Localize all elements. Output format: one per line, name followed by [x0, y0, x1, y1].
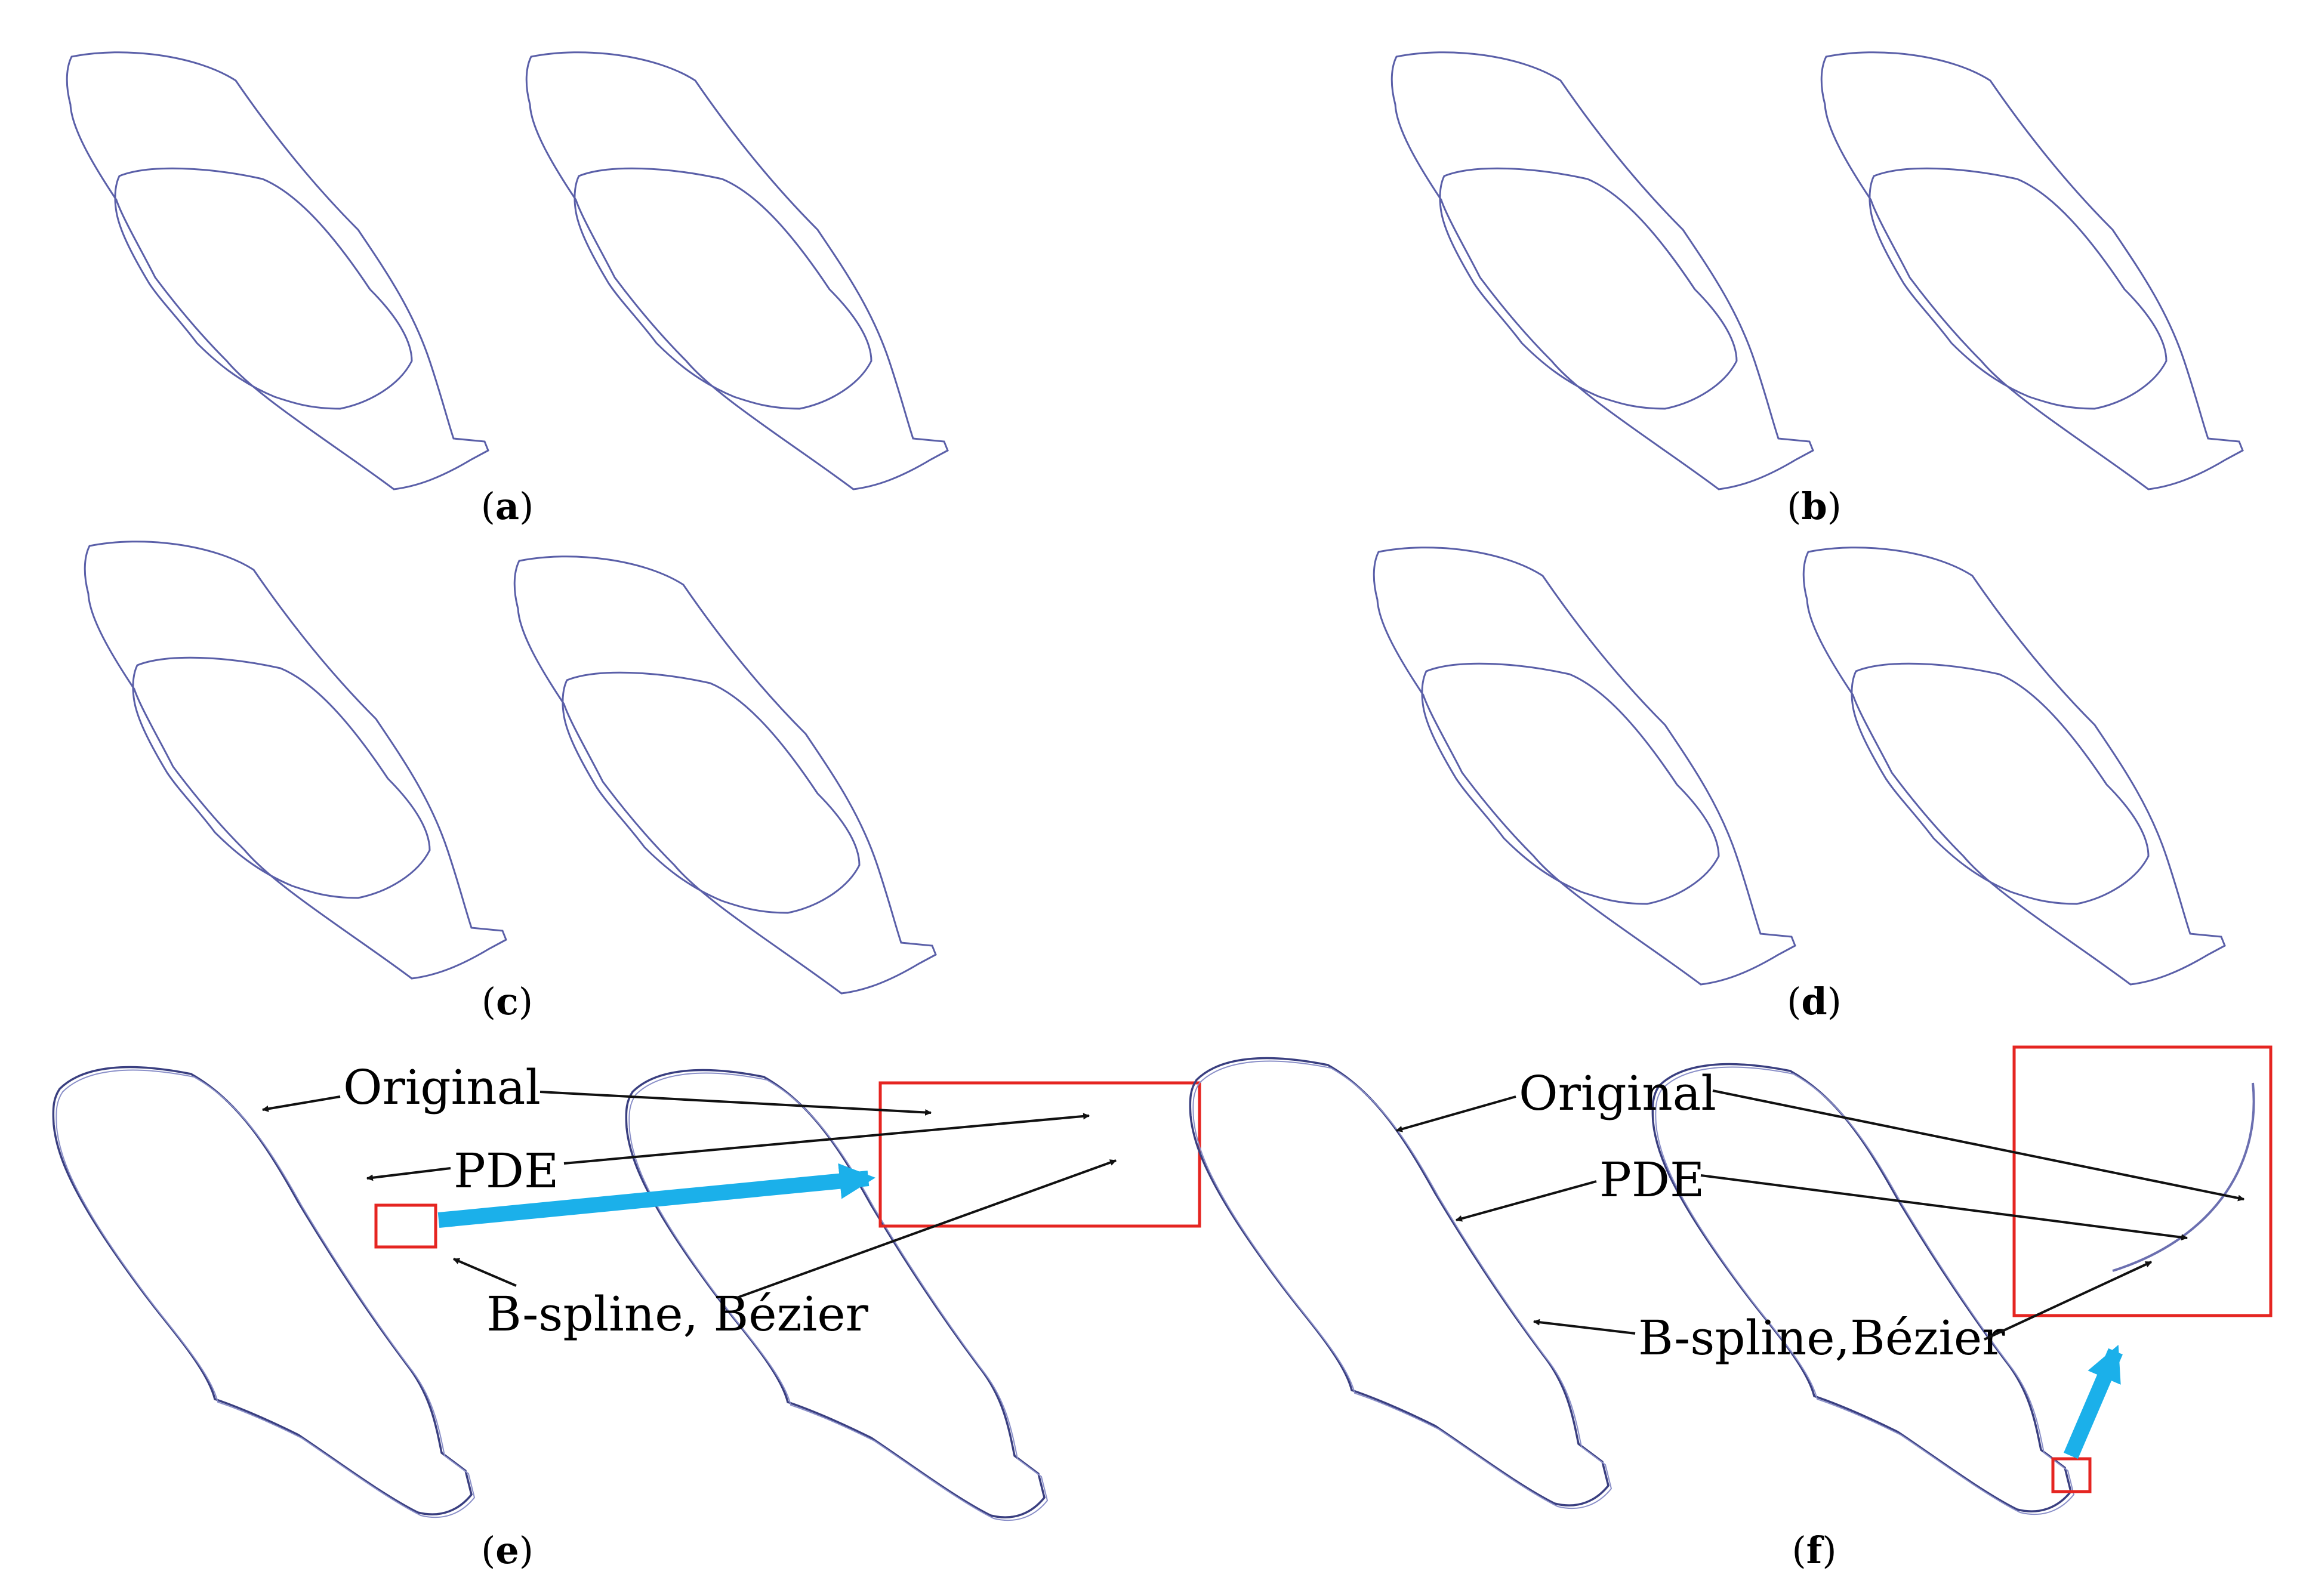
panel-a: (a)	[66, 51, 949, 528]
arrow-pde-right	[563, 1113, 1090, 1165]
contour-left	[84, 541, 507, 980]
contour-right	[1820, 51, 2244, 490]
zoom-box	[878, 1081, 1201, 1228]
label-bspline: B-spline,Bézier	[1638, 1310, 2005, 1366]
arrow-bspline-left	[1533, 1319, 1636, 1335]
zoom-curve	[2112, 1082, 2255, 1272]
panel-d: (d)	[1373, 547, 2226, 1023]
contour-right	[525, 51, 949, 490]
contour-left	[52, 1066, 476, 1518]
panel-f: Original PDE B-spline,Bézier (f)	[1189, 1045, 2273, 1572]
label-original: Original	[343, 1060, 541, 1115]
panel-label-c: (c)	[482, 980, 533, 1023]
arrow-bspline-right	[736, 1159, 1117, 1299]
arrow-pde-left	[1455, 1180, 1597, 1222]
zoom-box	[2012, 1045, 2273, 1317]
arrow-bspline-left	[452, 1258, 517, 1287]
arrow-original-left	[1395, 1095, 1516, 1132]
panel-label-a: (a)	[481, 484, 534, 528]
contour-right	[1651, 1063, 2075, 1515]
arrow-pde-right	[1700, 1174, 2188, 1241]
panel-b: (b)	[1390, 51, 2244, 528]
highlight-box-small	[2051, 1457, 2092, 1493]
highlight-box-small	[374, 1203, 437, 1249]
arrow-pde-left	[366, 1167, 451, 1181]
arrow-original-right	[539, 1091, 932, 1116]
panel-label-d: (d)	[1787, 980, 1842, 1023]
contour-left	[66, 51, 489, 490]
panel-label-e: (e)	[481, 1529, 534, 1572]
label-bspline: B-spline, Bézier	[486, 1286, 869, 1342]
zoom-callout-arrow	[2064, 1344, 2123, 1459]
contour-left	[1390, 51, 1814, 490]
contour-right	[1802, 547, 2226, 986]
contour-left	[1373, 547, 1796, 986]
panel-c: (c)	[84, 541, 937, 1023]
arrow-bspline-right	[1984, 1261, 2152, 1341]
arrow-original-left	[261, 1095, 341, 1112]
label-pde: PDE	[454, 1143, 559, 1199]
label-original: Original	[1519, 1066, 1716, 1121]
panel-label-b: (b)	[1787, 484, 1842, 528]
panel-e: Original PDE B-spline, Bézier (e)	[52, 1060, 1201, 1572]
contour-right	[513, 555, 937, 995]
contour-left	[1189, 1057, 1612, 1509]
label-pde: PDE	[1599, 1152, 1704, 1208]
zoom-callout-arrow	[437, 1163, 875, 1228]
arrow-original-right	[1712, 1089, 2245, 1202]
panel-label-f: (f)	[1792, 1529, 1836, 1572]
